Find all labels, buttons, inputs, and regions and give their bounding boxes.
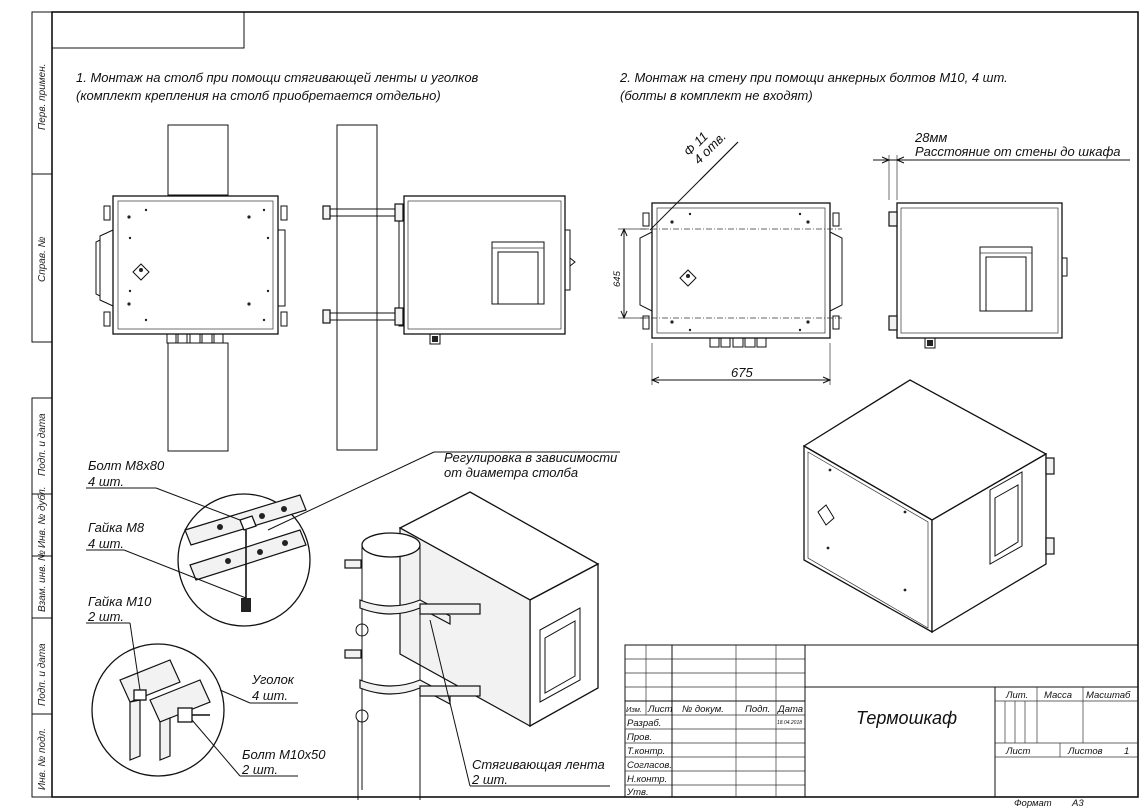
nut-m10-name: Гайка М10: [88, 594, 152, 609]
band-name: Стягивающая лента: [472, 757, 605, 772]
format-value: А3: [1071, 798, 1084, 809]
tb-header-list: Лист: [647, 704, 673, 715]
angle-qty: 4 шт.: [252, 688, 288, 703]
sidebar-label-inv-dubl: Инв. № дубл.: [36, 487, 48, 549]
dim-width: 675: [731, 365, 753, 380]
sidebar-label-podp2: Подп. и дата: [37, 643, 48, 706]
bolt-m8-qty: 4 шт.: [88, 474, 124, 489]
callout-leaders: [86, 451, 620, 787]
tb-role-nkontr: Н.контр.: [627, 774, 667, 785]
bolt-m8-name: Болт М8х80: [88, 458, 165, 473]
bolt-m10-name: Болт М10х50: [242, 747, 326, 762]
wall-side-view: [873, 155, 1130, 349]
tb-role-utv: Утв.: [626, 787, 649, 798]
drawing-frame: [31, 11, 1139, 798]
angle-name: Уголок: [251, 672, 295, 687]
bolt-m10-qty: 2 шт.: [241, 762, 278, 777]
section1-title: 1. Монтаж на столб при помощи стягивающе…: [76, 70, 479, 85]
tb-sheets: Листов: [1067, 746, 1103, 757]
nut-m10-qty: 2 шт.: [87, 609, 124, 624]
dim-height: 645: [612, 270, 623, 287]
nut-m8-qty: 4 шт.: [88, 536, 124, 551]
section2-subtitle: (болты в комплект не входят): [620, 88, 813, 103]
tb-role-tkontr: Т.контр.: [627, 746, 665, 757]
detail-angle-m10: [91, 643, 225, 777]
wall-distance-value: 28мм: [914, 130, 947, 145]
tb-sheet: Лист: [1005, 746, 1031, 757]
tb-mass: Масса: [1044, 690, 1072, 701]
sidebar-labels: Перв. примен. Справ. № Подп. и дата Инв.…: [36, 64, 48, 790]
detail-bolt-m8: [177, 493, 311, 627]
pole-isometric-view: [344, 491, 600, 800]
tb-scale: Масштаб: [1086, 690, 1131, 701]
tb-header-izm: Изм.: [626, 705, 642, 714]
sidebar-label-inv-podl: Инв. № подл.: [37, 728, 48, 790]
section1-subtitle: (комплект крепления на столб приобретает…: [76, 88, 441, 103]
format-label: Формат: [1014, 798, 1052, 809]
tb-lit: Лит.: [1005, 690, 1028, 701]
pole-front-view: [95, 124, 288, 452]
wall-distance-label: Расстояние от стены до шкафа: [915, 144, 1121, 159]
tb-date: 18.04.2018: [777, 720, 802, 726]
sidebar-label-sprav: Справ. №: [37, 236, 48, 282]
tb-role-soglas: Согласов.: [627, 760, 672, 771]
tb-header-doc: № докум.: [682, 704, 724, 715]
tb-role-prov: Пров.: [627, 732, 652, 743]
adjust-callout-line2: от диаметра столба: [444, 465, 578, 480]
sidebar-label-podp1: Подп. и дата: [37, 413, 48, 476]
adjust-callout-line1: Регулировка в зависимости: [444, 450, 617, 465]
wall-isometric-view: [802, 379, 1055, 634]
product-title: Термошкаф: [856, 708, 957, 728]
sidebar-label-vzam: Взам. инв. №: [37, 550, 48, 612]
band-qty: 2 шт.: [471, 772, 508, 787]
section2-title: 2. Монтаж на стену при помощи анкерных б…: [619, 70, 1008, 85]
tb-header-sign: Подп.: [745, 704, 770, 715]
tb-header-date: Дата: [777, 704, 803, 715]
title-block: [624, 644, 1139, 798]
sidebar-label-perv: Перв. примен.: [37, 64, 48, 130]
nut-m8-name: Гайка М8: [88, 520, 145, 535]
tb-role-razrab: Разраб.: [627, 718, 661, 729]
wall-front-view: [618, 141, 843, 385]
tb-sheets-count: 1: [1124, 746, 1129, 757]
pole-side-view: [322, 124, 576, 451]
